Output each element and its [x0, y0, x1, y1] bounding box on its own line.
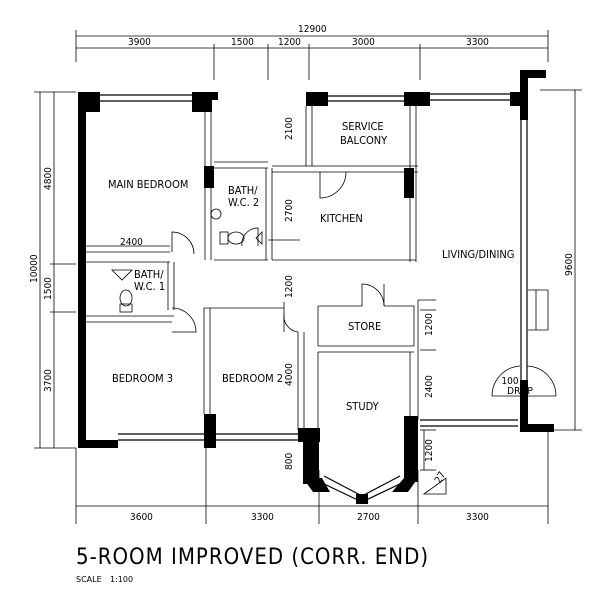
dim-store-depth: 1200	[424, 313, 435, 336]
dim-left-1: 4800	[43, 167, 54, 190]
dim-top-2: 1500	[231, 37, 254, 48]
dim-study-stub: 800	[284, 453, 295, 470]
plan-title: 5-ROOM IMPROVED (CORR. END)	[76, 545, 429, 570]
room-label-living-dining: LIVING/DINING	[442, 248, 514, 261]
dim-right-overall: 9600	[564, 253, 575, 276]
dim-kitchen-depth: 2700	[284, 199, 295, 222]
room-label-bedroom-2: BEDROOM 2	[222, 372, 283, 385]
doors	[171, 171, 557, 397]
room-label-service-balcony-line2: BALCONY	[340, 134, 388, 147]
room-label-service-balcony-line1: SERVICE	[342, 120, 384, 133]
dim-left-3: 3700	[43, 369, 54, 392]
toilet-icon	[119, 289, 133, 313]
drop-label: DROP	[507, 386, 533, 397]
dim-bottom-3: 2700	[357, 512, 380, 523]
dim-left-overall: 10000	[29, 254, 40, 283]
room-label-store: STORE	[348, 320, 381, 333]
sink-icon	[111, 269, 133, 281]
room-label-study: STUDY	[346, 400, 380, 413]
bottom-dimensions: 3600 3300 2700 3300	[75, 430, 549, 524]
room-label-bath2-line2: W.C. 2	[228, 196, 259, 209]
dim-bay-angle: 27	[433, 470, 448, 485]
dim-bedroom2-depth: 4000	[284, 363, 295, 386]
right-dimensions: 9600	[540, 89, 582, 431]
dim-study-depth: 2400	[424, 375, 435, 398]
room-label-bedroom-3: BEDROOM 3	[112, 372, 173, 385]
room-labels: MAIN BEDROOM BATH/ W.C. 2 SERVICE BALCON…	[108, 120, 533, 413]
sink-icon	[210, 208, 222, 220]
room-label-bath1-line2: W.C. 1	[134, 280, 165, 293]
dim-bay-depth: 1200	[424, 439, 435, 462]
left-dimensions: 10000 4800 1500 3700	[29, 91, 76, 449]
dim-top-3: 1200	[278, 37, 301, 48]
dim-bottom-4: 3300	[466, 512, 489, 523]
drop-value: 100	[501, 376, 518, 387]
fixtures	[111, 208, 245, 313]
dim-top-1: 3900	[128, 37, 151, 48]
dim-corridor-width: 1200	[284, 275, 295, 298]
dim-top-4: 3000	[352, 37, 375, 48]
interior-walls	[78, 106, 436, 430]
toilet-icon	[219, 231, 245, 245]
room-label-bath1-line1: BATH/	[134, 268, 164, 281]
room-label-main-bedroom: MAIN BEDROOM	[108, 178, 188, 191]
dim-balcony-depth: 2100	[284, 117, 295, 140]
room-label-kitchen: KITCHEN	[320, 212, 363, 225]
dim-left-2: 1500	[43, 277, 54, 300]
dim-bottom-1: 3600	[130, 512, 153, 523]
interior-dimensions: 2400 2100 2700 1200 4000 800 1200 2400 1…	[120, 117, 448, 495]
top-dimensions: 12900 3900 1500 1200 3000 3300	[75, 24, 549, 80]
dim-top-overall: 12900	[298, 24, 327, 35]
scale-label: SCALE	[76, 575, 102, 584]
dim-top-5: 3300	[466, 37, 489, 48]
door-swing-main-bedroom	[171, 231, 195, 255]
scale-value: 1:100	[110, 575, 133, 584]
dim-bottom-2: 3300	[251, 512, 274, 523]
room-label-bath2-line1: BATH/	[228, 184, 258, 197]
dim-main-bed-width: 2400	[120, 237, 143, 248]
